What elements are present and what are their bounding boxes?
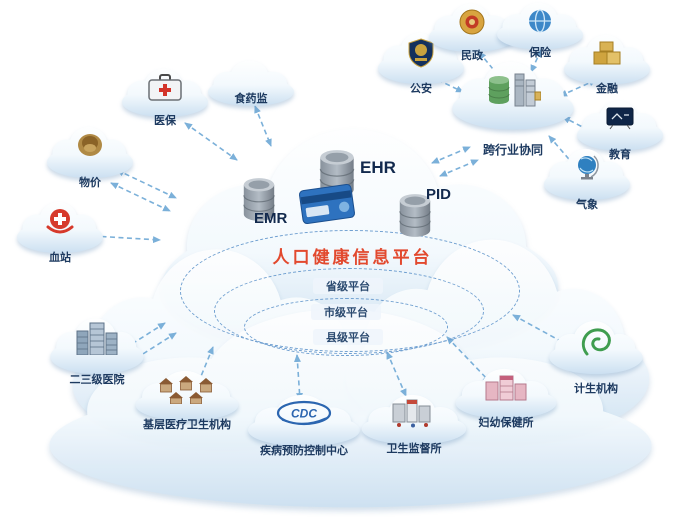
node-label: 妇幼保健所 [478, 417, 534, 429]
ehr-label: EHR [360, 158, 396, 177]
node-label: 计生机构 [574, 383, 618, 395]
province-level-label: 省级平台 [313, 278, 383, 294]
police-shield-icon [408, 38, 434, 73]
pink-buildings-icon [484, 372, 528, 407]
blackboard-icon [605, 106, 635, 135]
emr-label: EMR [254, 210, 288, 227]
node-label: 气象 [576, 199, 598, 211]
globe-icon [527, 8, 553, 39]
globe-stand-icon [574, 154, 600, 187]
node-cross-industry: 跨行业协同 [448, 58, 578, 160]
server-stack-icon [485, 70, 542, 115]
node-label: 食药监 [234, 93, 268, 105]
node-label: 金融 [596, 83, 618, 95]
node-label: 疾病预防控制中心 [260, 445, 348, 457]
county-level-label: 县级平台 [313, 329, 383, 345]
node-maternal-child-care: 妇幼保健所 [452, 366, 560, 432]
cdc-logo-icon: CDC [276, 400, 332, 433]
node-education: 教育 [574, 98, 666, 164]
node-food-drug-admin: 食药监 [205, 58, 297, 118]
node-label: 二三级医院 [69, 374, 125, 386]
node-blood-station: 血站 [14, 199, 106, 267]
node-family-planning: 计生机构 [546, 318, 646, 398]
cdc-logo-text: CDC [291, 407, 317, 421]
node-health-supervision: 卫生监督所 [358, 392, 470, 458]
node-cdc: CDC 疾病预防控制中心 [244, 392, 364, 460]
node-primary-care: 基层医疗卫生机构 [132, 368, 242, 434]
node-label: 教育 [609, 149, 631, 161]
node-label: 民政 [461, 50, 483, 62]
village-houses-icon [157, 374, 217, 409]
node-label: 基层医疗卫生机构 [143, 419, 231, 431]
gold-emblem-icon [459, 9, 485, 40]
node-label: 卫生监督所 [386, 443, 442, 455]
node-label: 物价 [79, 177, 101, 189]
city-level-label: 市级平台 [311, 304, 381, 320]
node-finance: 金融 [561, 32, 653, 98]
node-medical-insurance: 医保 [119, 66, 211, 130]
platform-title: 人口健康信息平台 [272, 248, 433, 267]
node-label: 公安 [410, 83, 432, 95]
cross-industry-label: 跨行业协同 [482, 143, 543, 157]
first-aid-case-icon [147, 74, 183, 107]
hospital-buildings-icon [75, 321, 119, 360]
node-tier-hospitals: 二三级医院 [47, 315, 147, 389]
health-card-icon [298, 183, 356, 225]
node-label: 血站 [49, 252, 71, 264]
node-pricing: 物价 [44, 124, 136, 192]
node-label: 医保 [154, 115, 176, 127]
node-public-security: 公安 [375, 30, 467, 98]
county-level-ring [244, 298, 448, 356]
office-buildings-icon [389, 398, 439, 433]
node-civil-affairs: 民政 [426, 1, 518, 65]
green-ribbon-icon [579, 326, 613, 363]
blood-cross-icon [45, 207, 75, 240]
gold-boxes-icon [592, 40, 622, 71]
bronze-emblem-icon [76, 132, 104, 163]
pid-label: PID [426, 186, 452, 203]
node-meteorology: 气象 [541, 146, 633, 214]
